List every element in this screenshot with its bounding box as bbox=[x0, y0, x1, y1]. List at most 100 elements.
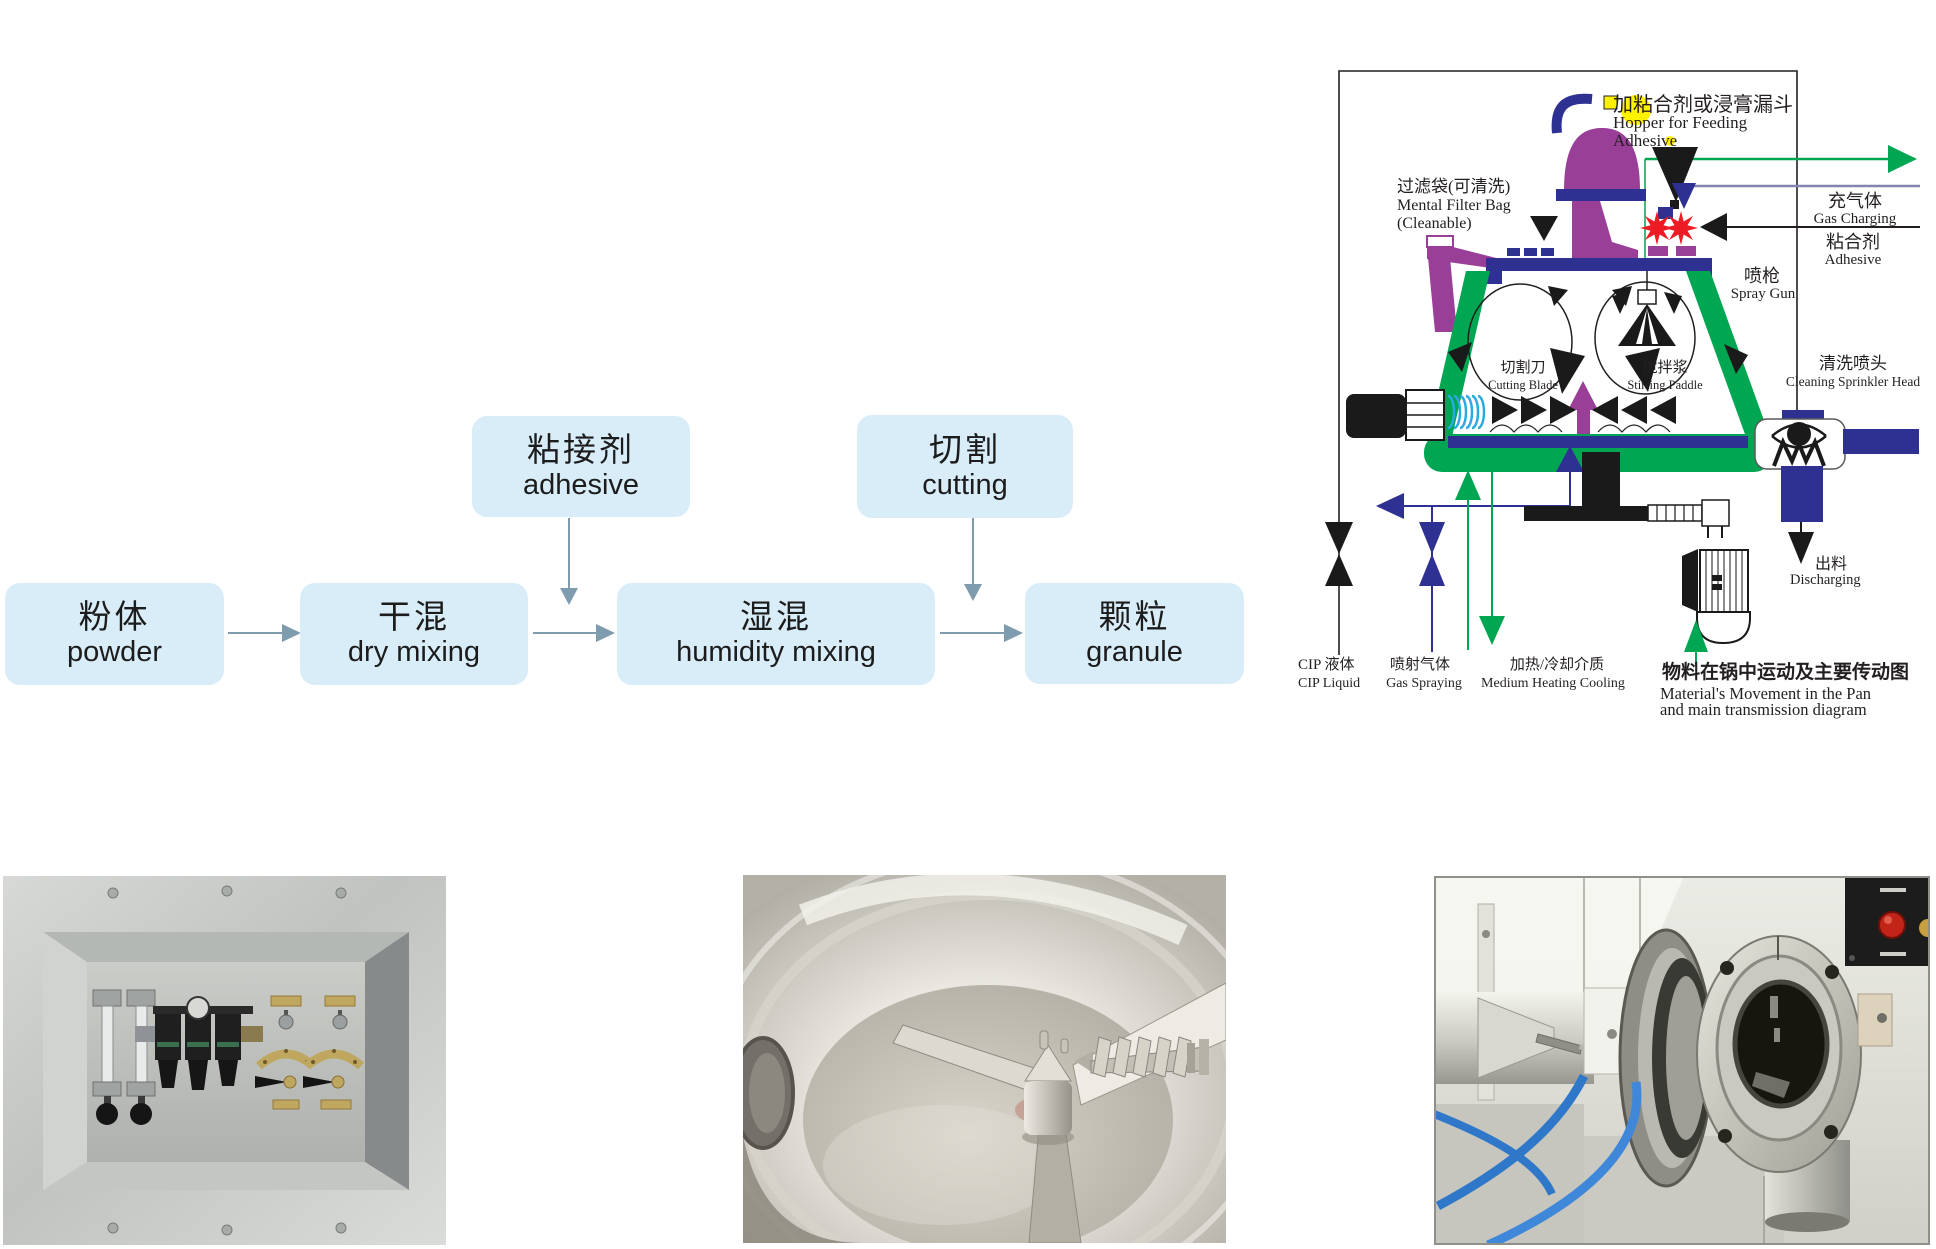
machine-schematic-diagram: 加粘合剂或浸膏漏斗 Hopper for Feeding Adhesive 过滤… bbox=[1298, 70, 1920, 719]
label-medium-en: Medium Heating Cooling bbox=[1481, 676, 1625, 691]
flow-step-dry-mixing-zh: 干混 bbox=[378, 598, 450, 636]
label-adhesive-en: Adhesive bbox=[1825, 252, 1882, 268]
arrow-powder-to-drymixing bbox=[228, 624, 301, 642]
label-filter-zh: 过滤袋(可清洗) bbox=[1397, 177, 1510, 196]
pneumatic-control-panel-photo bbox=[3, 876, 446, 1245]
pressure-gauge-icon bbox=[186, 996, 210, 1020]
flow-step-powder: 粉体 powder bbox=[5, 583, 224, 685]
discharge-valve-photo bbox=[1434, 876, 1930, 1245]
photo-frame bbox=[1434, 876, 1930, 1245]
label-adhesive-zh: 粘合剂 bbox=[1826, 232, 1880, 252]
spout bbox=[1765, 1140, 1850, 1232]
flow-input-adhesive-en: adhesive bbox=[522, 468, 640, 501]
flow-input-adhesive-zh: 粘接剂 bbox=[527, 430, 635, 468]
spray-nozzles bbox=[1640, 211, 1727, 256]
label-hopper-en2: Adhesive bbox=[1613, 131, 1677, 150]
cip-valve bbox=[1325, 522, 1353, 586]
label-hopper-zh: 加粘合剂或浸膏漏斗 bbox=[1613, 93, 1793, 116]
label-cip-en: CIP Liquid bbox=[1298, 676, 1360, 691]
flow-input-adhesive: 粘接剂 adhesive bbox=[472, 416, 690, 517]
label-discharging-zh: 出料 bbox=[1815, 555, 1847, 573]
arrow-drymixing-to-humidity bbox=[533, 624, 615, 642]
label-discharging-en: Discharging bbox=[1790, 572, 1861, 588]
flow-step-powder-en: powder bbox=[66, 636, 163, 669]
flow-input-cutting: 切割 cutting bbox=[857, 415, 1073, 518]
label-gas-charging-en: Gas Charging bbox=[1814, 211, 1897, 227]
chopper-drive-motor bbox=[1346, 389, 1486, 441]
label-stirring-paddle-en: Stirring Paddle bbox=[1627, 378, 1703, 392]
label-caption-en1: Material's Movement in the Pan bbox=[1660, 684, 1871, 703]
arrow-humidity-to-granule bbox=[940, 624, 1023, 642]
label-sprinkler-zh: 清洗喷头 bbox=[1819, 354, 1887, 373]
arrow-cutting-down bbox=[964, 518, 982, 601]
filter-vessel bbox=[1551, 93, 1651, 258]
label-gas-charging-zh: 充气体 bbox=[1828, 191, 1882, 211]
cleaning-sprinkler bbox=[1754, 410, 1919, 522]
diagram-labels: 加粘合剂或浸膏漏斗 Hopper for Feeding Adhesive 过滤… bbox=[1298, 93, 1920, 719]
mixing-pan-interior-photo bbox=[743, 875, 1226, 1243]
side-port bbox=[743, 1036, 795, 1150]
valve-body bbox=[1696, 935, 1862, 1173]
label-caption-en2: and main transmission diagram bbox=[1660, 700, 1867, 719]
arrow-adhesive-down bbox=[560, 518, 578, 605]
flow-step-humidity-mixing-en: humidity mixing bbox=[676, 636, 876, 669]
discharge-arrow bbox=[1788, 522, 1814, 564]
discharge-valve-image bbox=[1434, 876, 1930, 1245]
label-sprinkler-en: Cleaning Sprinkler Head bbox=[1786, 374, 1920, 389]
pneumatic-control-panel-image bbox=[3, 876, 446, 1245]
lamp-icon bbox=[1621, 95, 1651, 125]
flow-input-cutting-en: cutting bbox=[922, 468, 1008, 501]
flow-meters bbox=[92, 989, 156, 1125]
gas-charging-arrow-icon bbox=[1672, 183, 1696, 209]
mixing-pan bbox=[1424, 271, 1772, 472]
paddle-arrows bbox=[1489, 396, 1676, 433]
pan-lid-deck bbox=[1486, 216, 1712, 284]
red-button-icon bbox=[1878, 911, 1906, 939]
flow-step-dry-mixing-en: dry mixing bbox=[347, 636, 481, 669]
flow-step-granule-zh: 颗粒 bbox=[1098, 597, 1171, 635]
label-gas-spraying-zh: 喷射气体 bbox=[1390, 656, 1450, 673]
flange-disc bbox=[1618, 928, 1714, 1188]
label-filter-en2: (Cleanable) bbox=[1397, 215, 1472, 232]
heating-cooling-lines bbox=[1455, 470, 1505, 650]
flow-step-humidity-mixing-zh: 湿混 bbox=[740, 598, 812, 636]
mixing-pan-interior-image bbox=[743, 875, 1226, 1243]
pedestal-and-shaft bbox=[1524, 452, 1730, 538]
diagram-border bbox=[1338, 70, 1798, 655]
exhaust-arrow-icon bbox=[1888, 145, 1917, 173]
air-filter-regulator-unit bbox=[135, 996, 263, 1090]
panel-screws bbox=[107, 885, 347, 1236]
sight-glass-small-icon bbox=[1603, 95, 1618, 110]
label-filter-en1: Mental Filter Bag bbox=[1397, 197, 1511, 214]
feed-pipe bbox=[1434, 987, 1643, 1084]
spray-gun-in-pan bbox=[1612, 271, 1682, 346]
label-spray-gun-zh: 喷枪 bbox=[1744, 266, 1780, 286]
label-cutting-blade-zh: 切割刀 bbox=[1500, 359, 1545, 376]
label-cip-zh: CIP 液体 bbox=[1298, 656, 1355, 673]
pneumatic-hoses bbox=[1434, 1073, 1642, 1245]
label-hopper-en1: Hopper for Feeding bbox=[1613, 113, 1748, 132]
label-caption-zh: 物料在锅中运动及主要传动图 bbox=[1662, 660, 1909, 683]
transmission-motor bbox=[1682, 549, 1751, 666]
label-cutting-blade-en: Cutting Blade bbox=[1488, 378, 1558, 392]
amber-button-icon bbox=[1919, 919, 1930, 937]
label-stirring-paddle-zh: 搅拌浆 bbox=[1642, 358, 1687, 376]
label-spray-gun-en: Spray Gun bbox=[1731, 286, 1796, 302]
gas-spraying-line bbox=[1376, 446, 1584, 652]
adhesive-in-arrow-icon bbox=[1700, 213, 1727, 241]
flow-step-humidity-mixing: 湿混 humidity mixing bbox=[617, 583, 935, 685]
flow-step-granule: 颗粒 granule bbox=[1025, 583, 1244, 684]
flow-step-dry-mixing: 干混 dry mixing bbox=[300, 583, 528, 685]
adhesive-hopper bbox=[1652, 136, 1698, 219]
valve-lever-icon bbox=[1752, 1072, 1790, 1098]
flow-step-granule-en: granule bbox=[1086, 635, 1183, 668]
material-circulation bbox=[1448, 281, 1748, 401]
hopper-funnel-icon bbox=[1652, 147, 1698, 202]
label-gas-spraying-en: Gas Spraying bbox=[1386, 676, 1462, 691]
control-box bbox=[1845, 876, 1930, 966]
flow-step-powder-zh: 粉体 bbox=[78, 598, 151, 636]
sensor-pin-icon bbox=[1535, 1033, 1583, 1055]
valve-controls bbox=[255, 995, 364, 1110]
